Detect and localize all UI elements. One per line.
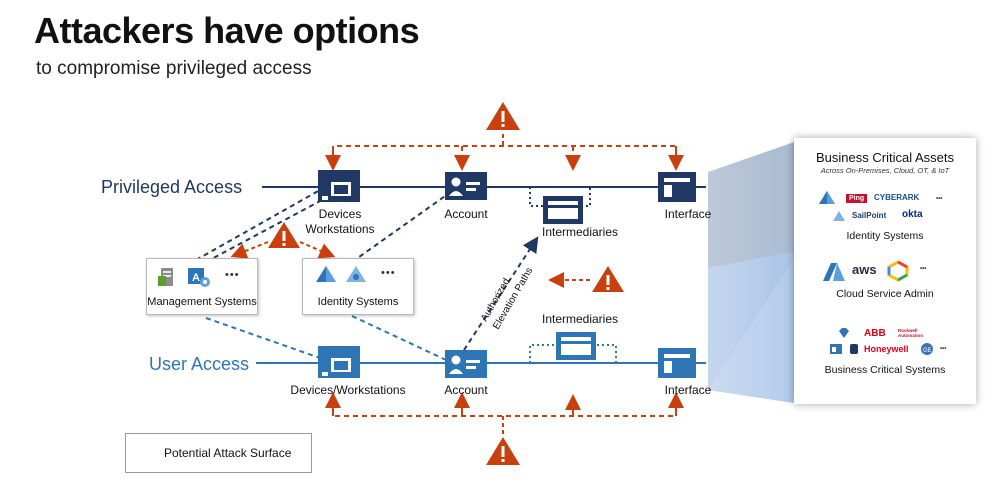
page-subtitle: to compromise privileged access: [36, 58, 312, 79]
dash-mgmt-to-userdev: [205, 317, 321, 359]
user-cone: [708, 250, 800, 404]
warning-icon-bottom: [486, 437, 520, 465]
mgmt-admin-icon: A: [188, 268, 210, 287]
top-attack-path: [332, 145, 677, 160]
dash-useracct-to-intermediaries: [463, 236, 539, 351]
management-systems-box[interactable]: A ••• Management Systems: [146, 258, 258, 315]
azure-ad-icon: [819, 191, 835, 204]
svg-text:GE: GE: [923, 348, 932, 354]
legend: Potential Attack Surface: [125, 433, 312, 473]
panel-identity-label: Identity Systems: [846, 230, 924, 242]
warning-icon-right: [592, 266, 624, 292]
page-title: Attackers have options: [34, 10, 420, 51]
gcp-icon: [887, 260, 909, 282]
abb-logo: ABB: [864, 328, 886, 339]
identity-systems-box[interactable]: ••• Identity Systems: [302, 258, 414, 315]
identity-systems-label: Identity Systems: [317, 296, 399, 308]
dash-identity-to-useracct: [351, 315, 447, 361]
sailpoint-logo: SailPoint: [852, 211, 887, 220]
business-panel-title: Business Critical Assets: [816, 150, 954, 165]
svg-text:A: A: [192, 272, 200, 284]
aws-logo: aws: [852, 262, 877, 277]
user-access-label: User Access: [149, 354, 250, 374]
azure-small-icon: [833, 211, 845, 221]
warning-icon-top: [486, 102, 520, 130]
user-interface-icon: [658, 348, 696, 378]
mid-attack-to-mgmt: [230, 241, 269, 259]
mid-attack-to-identity: [299, 241, 336, 259]
dash-mgmt-to-privdev: [195, 189, 321, 261]
priv-interface-label: Interface: [664, 207, 712, 221]
mgmt-server-icon: [158, 268, 173, 286]
panel-bcs-label: Business Critical Systems: [824, 364, 946, 376]
privileged-access-label: Privileged Access: [101, 177, 243, 197]
dash-identity-to-privacct: [351, 193, 449, 263]
priv-intermediaries-icon: [543, 196, 583, 224]
ping-logo: Ping: [846, 194, 868, 203]
window-app-icon: [830, 344, 842, 354]
priv-interface-icon: [658, 172, 696, 202]
legend-label: Potential Attack Surface: [164, 446, 292, 460]
management-systems-label: Management Systems: [147, 296, 257, 308]
priv-account-icon: [445, 172, 487, 200]
warning-icon-left: [268, 222, 300, 248]
honeywell-logo: Honeywell: [864, 344, 909, 354]
more-cloud-icon: •••: [920, 266, 927, 272]
user-interface-label: Interface: [664, 383, 712, 397]
ge-logo-icon: GE: [921, 343, 933, 355]
user-account-label: Account: [444, 383, 488, 397]
more-identity-icon: •••: [936, 196, 943, 202]
user-account-icon: [445, 350, 487, 378]
priv-devices-icon: [318, 170, 360, 202]
mgmt-more-icon: •••: [225, 269, 240, 281]
priv-devices-label: Devices Workstations: [305, 207, 375, 236]
panel-cloud-label: Cloud Service Admin: [836, 288, 934, 300]
dash-mgmt-to-privdev-2: [205, 199, 323, 263]
more-bcs-icon: •••: [940, 346, 947, 352]
priv-intermediaries-label: Intermediaries: [541, 225, 619, 239]
business-critical-assets-panel: Business Critical Assets Across On-Premi…: [794, 138, 976, 404]
azure-cloud-icon: [823, 263, 845, 281]
priv-account-label: Account: [444, 207, 488, 221]
okta-logo: okta: [902, 209, 923, 220]
identity-more-icon: •••: [381, 267, 396, 279]
user-intermediaries-icon: [556, 332, 596, 360]
gem-icon: [839, 328, 849, 338]
db-icon: [850, 344, 858, 354]
cyberark-logo: CYBERARK: [874, 193, 920, 202]
bottom-attack-path: [332, 400, 677, 417]
user-intermediaries-label: Intermediaries: [541, 312, 619, 326]
rockwell-logo: Rockwell Automation: [898, 328, 923, 338]
identity-triangle-icon: [346, 266, 366, 282]
business-panel-subtitle: Across On-Premises, Cloud, OT, & IoT: [820, 166, 950, 175]
identity-pyramid-icon: [316, 266, 336, 282]
user-devices-label: Devices/Workstations: [290, 383, 406, 397]
user-devices-icon: [318, 346, 360, 378]
